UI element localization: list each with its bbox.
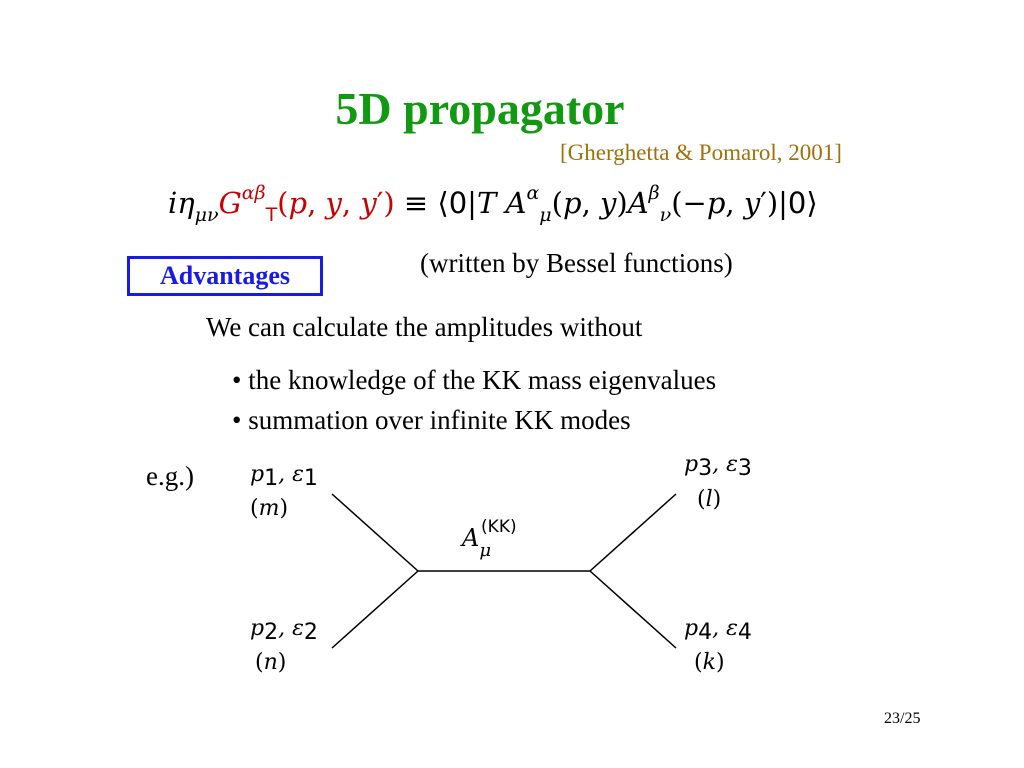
leg-2-mode: (n)	[255, 650, 287, 675]
leg-3-label: p3, ε3	[684, 452, 752, 481]
leg-1-mode: (m)	[250, 496, 289, 521]
propagator-label: Aμ(KK)	[462, 517, 517, 561]
example-label: e.g.)	[146, 461, 194, 491]
leg-3-mode: (l)	[697, 487, 722, 512]
bessel-note: (written by Bessel functions)	[420, 248, 733, 278]
intro-text: We can calculate the amplitudes without	[206, 312, 643, 342]
bullet-item: • the knowledge of the KK mass eigenvalu…	[232, 365, 717, 395]
leg-2-label: p2, ε2	[250, 616, 318, 645]
leg-1-line	[331, 493, 419, 572]
leg-4-label: p4, ε4	[684, 616, 752, 645]
leg-2-line	[331, 570, 419, 649]
propagator-formula: iημνGαβT(p, y, y′) ≡ ⟨0|T Aαμ(p, y)Aβν(−…	[168, 182, 818, 226]
citation: [Gherghetta & Pomarol, 2001]	[560, 140, 842, 165]
slide-title: 5D propagator	[335, 83, 625, 134]
advantages-box: Advantages	[127, 256, 323, 296]
leg-4-mode: (k)	[694, 650, 725, 675]
leg-1-label: p1, ε1	[250, 462, 318, 491]
leg-4-line	[589, 570, 677, 649]
leg-3-line	[589, 493, 677, 572]
page-number: 23/25	[884, 710, 921, 727]
bullet-item: • summation over infinite KK modes	[232, 405, 631, 435]
